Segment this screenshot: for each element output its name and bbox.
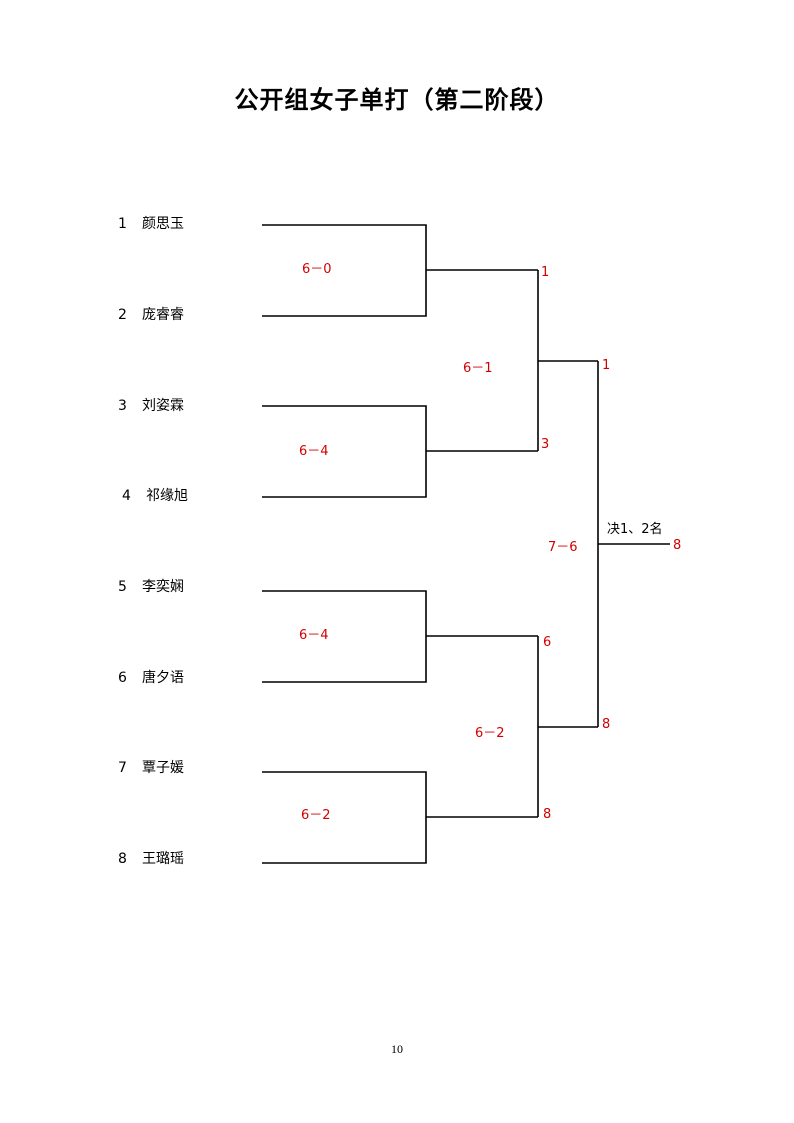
final-winner: 8 <box>673 538 681 553</box>
player-entry: 2 庞睿睿 <box>118 304 184 324</box>
player-entry: 6 唐夕语 <box>118 667 184 687</box>
round1-match1-bracket <box>262 224 427 317</box>
player-entry: 8 王璐瑶 <box>118 848 184 868</box>
player-name: 刘姿霖 <box>142 398 184 414</box>
player-name: 颜思玉 <box>142 216 184 232</box>
round1-match3-score: 6－4 <box>299 628 329 643</box>
semifinal1-winner: 1 <box>602 358 610 373</box>
player-entry: 5 李奕娴 <box>118 576 184 596</box>
player-seed: 6 <box>118 670 127 686</box>
player-seed: 2 <box>118 307 127 323</box>
round1-match1-score: 6－0 <box>302 262 332 277</box>
bracket-lines <box>262 224 670 864</box>
page-title: 公开组女子单打（第二阶段） <box>234 86 560 114</box>
final-score: 7－6 <box>548 540 578 555</box>
round1-match4-bracket <box>262 771 427 864</box>
player-seed: 3 <box>118 398 127 414</box>
player-name: 唐夕语 <box>142 670 184 686</box>
round1-match1-winner: 1 <box>541 265 549 280</box>
round1-match3-winner: 6 <box>543 635 551 650</box>
player-entry: 3 刘姿霖 <box>118 395 184 415</box>
semifinal2-score: 6－2 <box>475 726 505 741</box>
semifinal2-winner: 8 <box>602 717 610 732</box>
player-name: 王璐瑶 <box>142 851 184 867</box>
round1-match4-score: 6－2 <box>301 808 331 823</box>
round1-match3-bracket <box>262 590 427 683</box>
player-seed: 5 <box>118 579 127 595</box>
player-seed: 1 <box>118 216 127 232</box>
player-name: 庞睿睿 <box>142 307 184 323</box>
player-name: 覃子媛 <box>142 760 184 776</box>
player-seed: 8 <box>118 851 127 867</box>
round1-match2-score: 6－4 <box>299 444 329 459</box>
player-entry: 4 祁缘旭 <box>122 485 188 505</box>
page-number: 10 <box>391 1042 403 1056</box>
semifinal1-score: 6－1 <box>463 361 493 376</box>
final-label: 决1、2名 <box>607 521 663 537</box>
player-seed: 4 <box>122 488 131 504</box>
player-name: 祁缘旭 <box>146 488 188 504</box>
player-name: 李奕娴 <box>142 579 184 595</box>
player-entry: 7 覃子媛 <box>118 757 184 777</box>
round1-match2-winner: 3 <box>541 437 549 452</box>
player-seed: 7 <box>118 760 127 776</box>
score-labels: 6－0 6－4 6－4 6－2 1 3 6 8 6－1 6－2 1 8 7－6 … <box>299 262 681 823</box>
round1-match4-winner: 8 <box>543 807 551 822</box>
round1-match2-bracket <box>262 405 427 498</box>
player-entry: 1 颜思玉 <box>118 213 184 233</box>
